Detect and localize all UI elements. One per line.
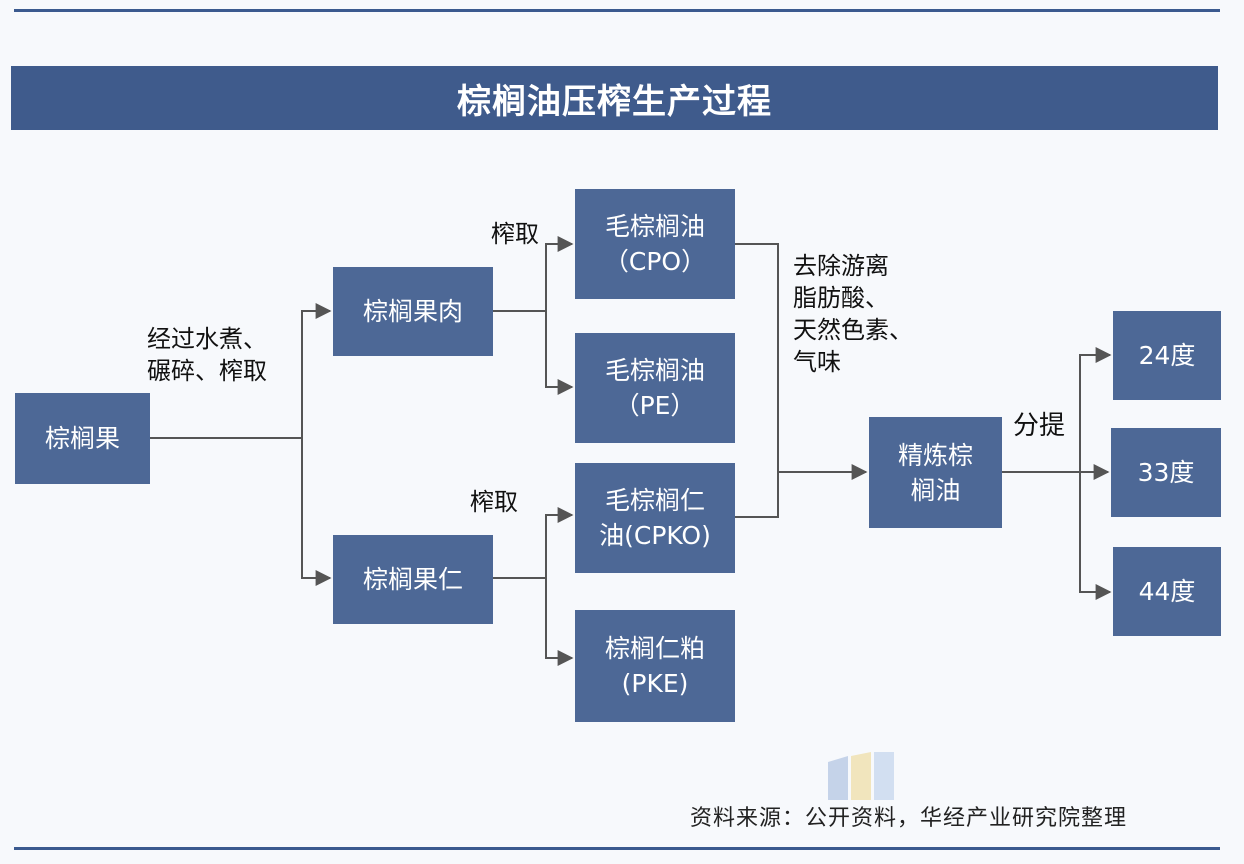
node-palm-fruit-label: 棕榈果	[44, 424, 120, 453]
label-press-bottom: 榨取	[470, 488, 518, 516]
bottom-border-line	[14, 847, 1220, 850]
diagram-title: 棕榈油压榨生产过程	[11, 66, 1218, 130]
node-pke-line2: (PKE)	[621, 669, 689, 698]
node-palm-fruit: 棕榈果	[15, 393, 150, 484]
node-palm-kernel: 棕榈果仁	[333, 535, 493, 624]
label-refine-line4: 气味	[793, 348, 841, 376]
node-cpko-line2: 油(CPKO)	[599, 521, 711, 550]
edge-cpo-to-merge	[735, 243, 779, 518]
node-palm-pulp-label: 棕榈果肉	[362, 297, 463, 326]
node-cpko: 毛棕榈仁 油(CPKO)	[575, 463, 735, 573]
edge-fruit-to-kernel	[301, 438, 332, 586]
label-refine-line2: 脂肪酸、	[793, 284, 889, 312]
top-border-line	[14, 9, 1220, 12]
edge-refined-to-24	[1079, 347, 1112, 472]
node-pke-line1: 棕榈仁粕	[604, 634, 705, 663]
node-pe: 毛棕榈油 （PE）	[575, 333, 735, 443]
edge-kernel-to-pke	[545, 578, 574, 666]
label-boil-crush: 经过水煮、 碾碎、榨取	[147, 323, 267, 387]
node-pe-line1: 毛棕榈油	[604, 356, 705, 385]
edge-fruit-to-pulp	[301, 303, 332, 438]
node-grade-24-label: 24度	[1138, 341, 1196, 370]
node-refined-palm-oil: 精炼棕 榈油	[869, 417, 1002, 528]
edge-pulp-to-cpo	[545, 236, 574, 311]
label-refine-line3: 天然色素、	[793, 316, 913, 344]
node-cpko-line1: 毛棕榈仁	[604, 486, 705, 515]
node-palm-kernel-label: 棕榈果仁	[362, 565, 463, 594]
edge-pulp-to-pe	[545, 311, 574, 395]
label-press-top: 榨取	[491, 220, 539, 248]
node-grade-33-label: 33度	[1137, 458, 1195, 487]
edge-refined-to-44	[1079, 472, 1112, 600]
logo-mark-icon	[828, 752, 894, 800]
node-pe-line2: （PE）	[614, 391, 696, 420]
label-fractionation: 分提	[1013, 411, 1066, 441]
label-boil-crush-line1: 经过水煮、	[147, 325, 267, 353]
label-refine-process: 去除游离 脂肪酸、 天然色素、 气味	[793, 250, 913, 378]
node-refined-line2: 榈油	[910, 475, 961, 505]
label-boil-crush-line2: 碾碎、榨取	[147, 357, 267, 385]
edge-kernel-to-cpko	[545, 507, 574, 578]
node-grade-44-label: 44度	[1138, 577, 1196, 606]
node-grade-24: 24度	[1113, 311, 1221, 400]
node-refined-line1: 精炼棕	[897, 440, 973, 470]
node-palm-pulp: 棕榈果肉	[333, 267, 493, 356]
node-grade-44: 44度	[1113, 547, 1221, 636]
node-cpo-line2: （CPO）	[603, 247, 707, 276]
node-cpo-line1: 毛棕榈油	[604, 212, 705, 241]
label-refine-line1: 去除游离	[793, 252, 889, 280]
source-note: 资料来源：公开资料，华经产业研究院整理	[690, 806, 1128, 831]
node-pke: 棕榈仁粕 (PKE)	[575, 610, 735, 722]
node-grade-33: 33度	[1111, 428, 1221, 517]
node-cpo: 毛棕榈油 （CPO）	[575, 189, 735, 299]
